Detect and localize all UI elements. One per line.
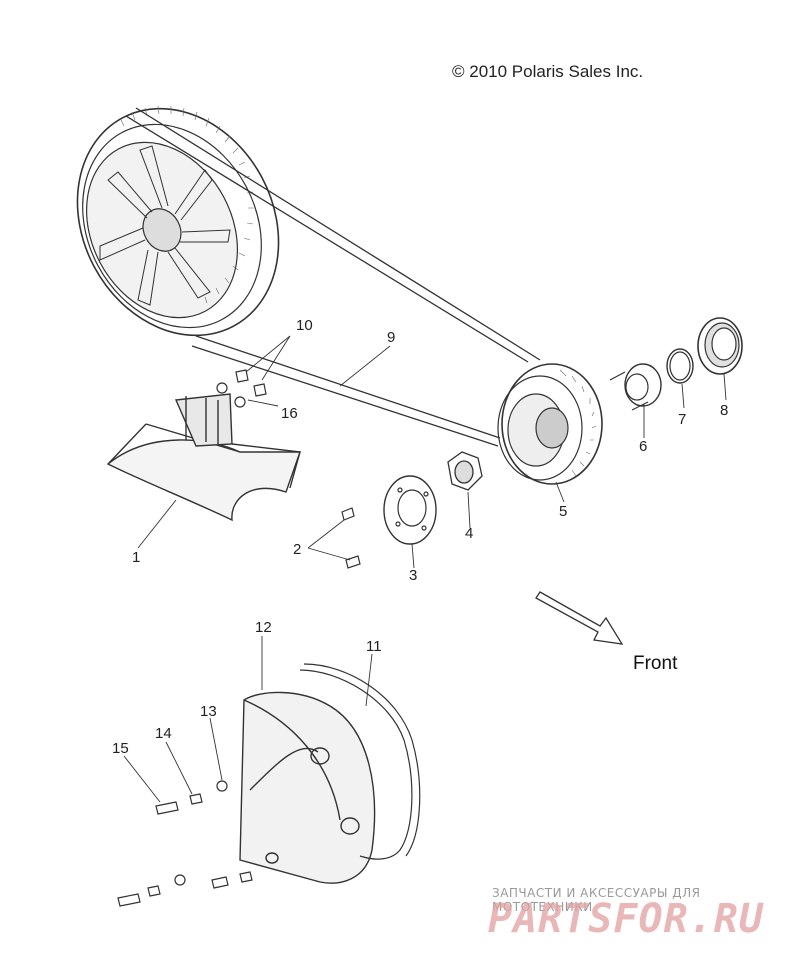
- retaining-ring: [666, 348, 694, 384]
- front-direction-label: Front: [633, 653, 678, 674]
- callout-11: 11: [366, 638, 382, 655]
- rear-wheel-pulley: [76, 105, 280, 337]
- guard-fasteners: [216, 369, 267, 408]
- cover-fasteners: [117, 780, 253, 907]
- front-drive-pulley: [497, 363, 603, 485]
- callout-7: 7: [678, 411, 687, 428]
- screw-set: [341, 507, 361, 569]
- leader-lines: [123, 335, 727, 803]
- callout-1: 1: [132, 549, 141, 566]
- callout-5: 5: [559, 503, 568, 520]
- bearing-seal: [697, 317, 743, 375]
- callout-3: 3: [409, 567, 418, 584]
- cover-gasket: [299, 663, 421, 860]
- watermark-tagline: ЗАПЧАСТИ И АКСЕССУАРЫ ДЛЯ МОТОТЕХНИКИ: [492, 886, 701, 914]
- callout-14: 14: [155, 725, 172, 742]
- callout-9: 9: [387, 329, 396, 346]
- callout-12: 12: [255, 619, 272, 636]
- callout-10: 10: [296, 317, 313, 334]
- callout-16: 16: [281, 405, 298, 422]
- callout-6: 6: [639, 438, 648, 455]
- spacer-bushing: [609, 363, 662, 411]
- copyright-notice: © 2010 Polaris Sales Inc.: [452, 62, 644, 81]
- callout-13: 13: [200, 703, 217, 720]
- watermark-logo: PARTSFOR.RU: [488, 896, 764, 942]
- callout-2: 2: [293, 541, 302, 558]
- front-arrow: [535, 591, 624, 645]
- callout-15: 15: [112, 740, 129, 757]
- lock-plate: [383, 475, 437, 545]
- pulley-nut: [447, 451, 483, 491]
- callout-4: 4: [465, 525, 474, 542]
- callout-8: 8: [720, 402, 729, 419]
- upper-belt-cover: [239, 691, 376, 884]
- lower-belt-guard: [106, 393, 301, 522]
- drive-belt: [125, 107, 541, 447]
